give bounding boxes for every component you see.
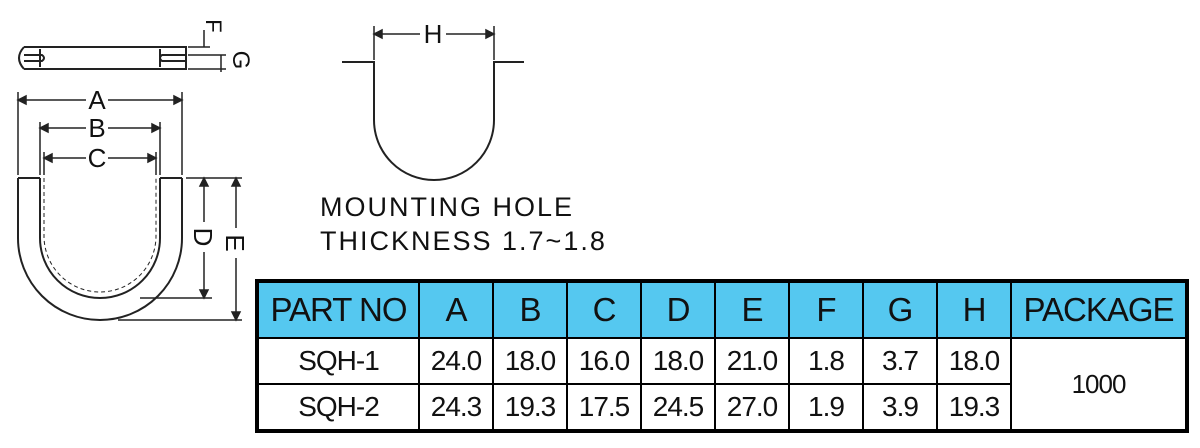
h-dimension	[372, 26, 496, 60]
label-c: C	[88, 143, 107, 173]
part-no-cell: SQH-2	[256, 383, 420, 432]
label-b: B	[88, 113, 105, 143]
value-cell: 24.0	[418, 337, 494, 385]
value-cell: 18.0	[492, 337, 568, 385]
header-c: C	[566, 280, 642, 339]
mounting-hole-view	[342, 61, 524, 181]
package-cell: 1000	[1010, 337, 1188, 432]
value-cell: 18.0	[936, 337, 1012, 385]
part-no-cell: SQH-1	[256, 337, 420, 385]
de-dimensions	[118, 176, 242, 322]
header-a: A	[418, 280, 494, 339]
label-g: G	[227, 51, 254, 70]
value-cell: 3.7	[862, 337, 938, 385]
header-g: G	[862, 280, 938, 339]
value-cell: 24.5	[640, 383, 716, 432]
value-cell: 18.0	[640, 337, 716, 385]
table-header-row: PART NO A B C D E F G H PACKAGE	[256, 280, 1188, 339]
header-e: E	[714, 280, 790, 339]
value-cell: 27.0	[714, 383, 790, 432]
thickness-note: THICKNESS 1.7~1.8	[320, 226, 607, 256]
header-package: PACKAGE	[1010, 280, 1188, 339]
value-cell: 1.9	[788, 383, 864, 432]
table-row: SQH-2 24.3 19.3 17.5 24.5 27.0 1.9 3.9 1…	[256, 383, 1187, 432]
header-d: D	[640, 280, 716, 339]
label-f: F	[201, 19, 226, 32]
header-part-no: PART NO	[256, 280, 420, 339]
value-cell: 19.3	[936, 383, 1012, 432]
value-cell: 17.5	[566, 383, 642, 432]
abc-dimensions	[16, 92, 184, 175]
header-b: B	[492, 280, 568, 339]
value-cell: 1.8	[788, 337, 864, 385]
mounting-notes: MOUNTING HOLE THICKNESS 1.7~1.8	[320, 190, 607, 258]
top-view	[18, 46, 187, 70]
header-h: H	[936, 280, 1012, 339]
mounting-hole-note: MOUNTING HOLE	[320, 192, 575, 222]
header-f: F	[788, 280, 864, 339]
value-cell: 3.9	[862, 383, 938, 432]
label-e: E	[220, 234, 250, 251]
fg-dimension	[188, 30, 226, 72]
spec-table: PART NO A B C D E F G H PACKAGE SQH-1 24…	[255, 279, 1189, 433]
value-cell: 24.3	[418, 383, 494, 432]
value-cell: 16.0	[566, 337, 642, 385]
table-row: SQH-1 24.0 18.0 16.0 18.0 21.0 1.8 3.7 1…	[256, 337, 1188, 432]
label-h: H	[424, 19, 443, 49]
label-a: A	[88, 85, 106, 115]
label-d: D	[188, 228, 218, 247]
front-view	[17, 177, 183, 321]
value-cell: 21.0	[714, 337, 790, 385]
value-cell: 19.3	[492, 383, 568, 432]
